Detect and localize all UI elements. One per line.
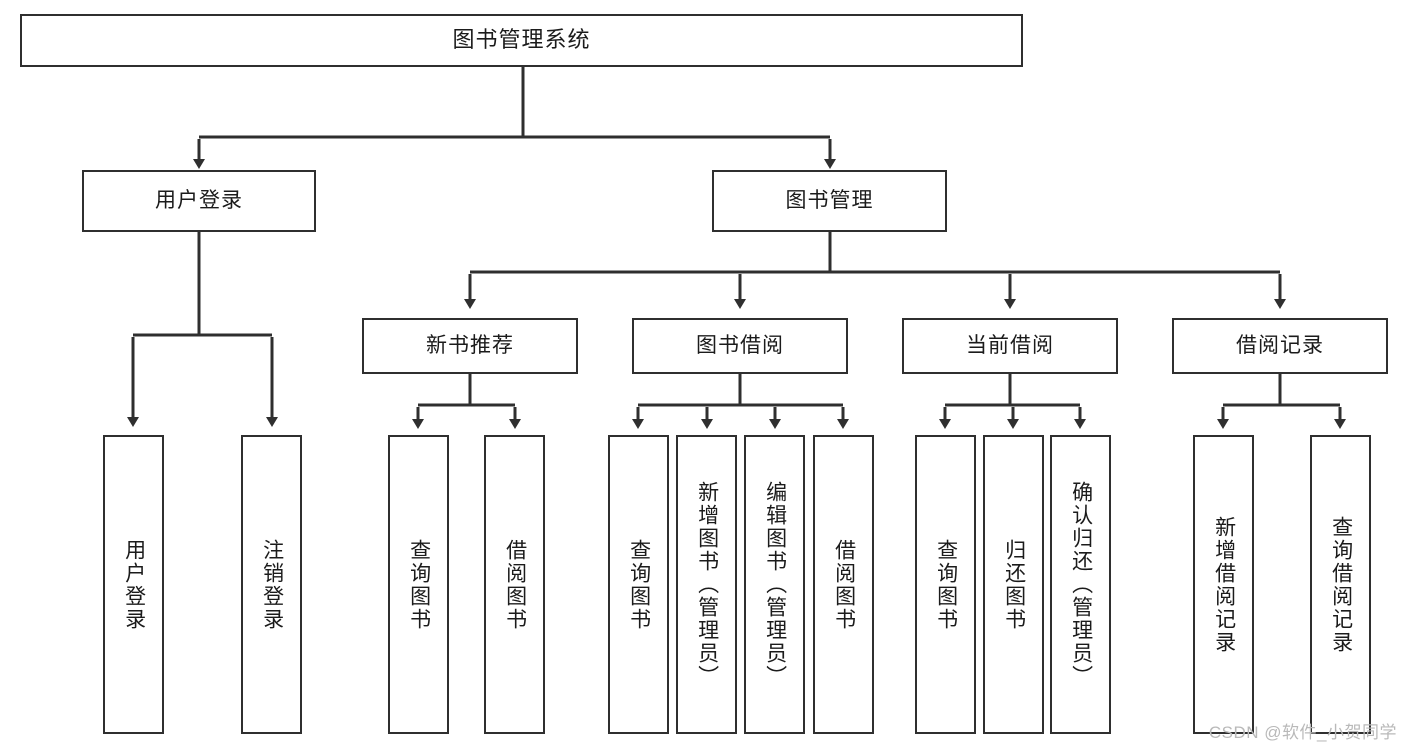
node-leaf-borrow-book-1[interactable]: 借阅图书 (484, 435, 545, 734)
node-leaf-user-logout[interactable]: 注销登录 (241, 435, 302, 734)
node-leaf-query-book-3[interactable]: 查询图书 (915, 435, 976, 734)
node-label: 当前借阅 (966, 334, 1054, 358)
node-leaf-return-book[interactable]: 归还图书 (983, 435, 1044, 734)
node-root-system[interactable]: 图书管理系统 (20, 14, 1023, 67)
node-label: 查询图书 (407, 538, 431, 631)
node-leaf-query-book-2[interactable]: 查询图书 (608, 435, 669, 734)
node-leaf-add-record[interactable]: 新增借阅记录 (1193, 435, 1254, 734)
node-leaf-edit-book[interactable]: 编辑图书（管理员） (744, 435, 805, 734)
node-label: 注销登录 (260, 538, 284, 631)
node-label: 图书借阅 (696, 334, 784, 358)
node-leaf-user-login[interactable]: 用户登录 (103, 435, 164, 734)
node-label: 用户登录 (122, 538, 146, 631)
node-label: 确认归还（管理员） (1069, 481, 1093, 688)
node-label: 查询图书 (934, 538, 958, 631)
node-book-borrow[interactable]: 图书借阅 (632, 318, 848, 374)
node-label: 新增图书（管理员） (695, 481, 719, 688)
node-user-login[interactable]: 用户登录 (82, 170, 316, 232)
node-current-borrow[interactable]: 当前借阅 (902, 318, 1118, 374)
node-leaf-query-book-1[interactable]: 查询图书 (388, 435, 449, 734)
node-label: 查询借阅记录 (1329, 515, 1353, 654)
node-label: 编辑图书（管理员） (763, 481, 787, 688)
node-new-book-recommend[interactable]: 新书推荐 (362, 318, 578, 374)
node-book-management[interactable]: 图书管理 (712, 170, 947, 232)
node-label: 新书推荐 (426, 334, 514, 358)
node-leaf-confirm-return[interactable]: 确认归还（管理员） (1050, 435, 1111, 734)
node-label: 新增借阅记录 (1212, 515, 1236, 654)
node-leaf-query-record[interactable]: 查询借阅记录 (1310, 435, 1371, 734)
node-label: 图书管理 (785, 189, 874, 213)
node-borrow-record[interactable]: 借阅记录 (1172, 318, 1388, 374)
csdn-watermark: CSDN @软件_小贺同学 (1208, 723, 1397, 742)
node-label: 借阅记录 (1236, 334, 1324, 358)
node-leaf-add-book[interactable]: 新增图书（管理员） (676, 435, 737, 734)
node-label: 借阅图书 (503, 538, 527, 631)
node-label: 借阅图书 (832, 538, 856, 631)
node-label: 图书管理系统 (452, 27, 591, 53)
node-leaf-borrow-book-2[interactable]: 借阅图书 (813, 435, 874, 734)
node-label: 查询图书 (627, 538, 651, 631)
node-label: 用户登录 (155, 189, 243, 213)
node-label: 归还图书 (1002, 538, 1026, 631)
